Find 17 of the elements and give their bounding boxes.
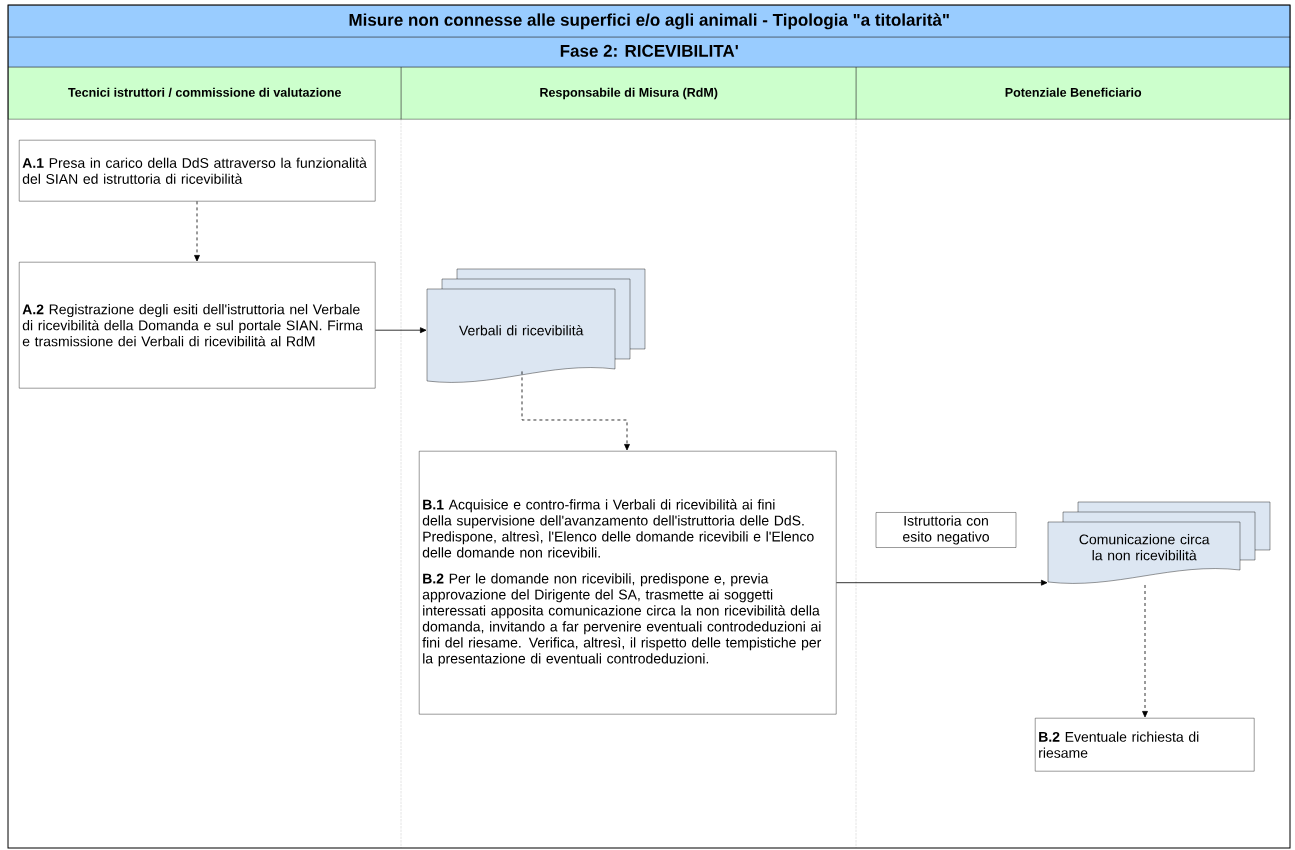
arrow: [194, 201, 200, 262]
arrow: [521, 371, 630, 451]
phase-band: Fase 2: RICEVIBILITA': [8, 37, 1291, 68]
arrow: [1142, 584, 1148, 718]
arrow: [375, 327, 427, 334]
title-band: Misure non connesse alle superfici e/o agli animali - Tipologia "a titolarità": [8, 5, 1291, 38]
process-box: B.2 Eventuale richiesta di riesame: [1035, 718, 1255, 772]
lane-header: Potenziale Beneficiario: [856, 67, 1291, 120]
lane-header: Responsabile di Misura (RdM): [401, 67, 857, 120]
lane-header: Tecnici istruttori / commissione di valutazione: [8, 67, 402, 120]
process-box: A.1 Presa in carico della DdS attraverso la funzionalità del SIAN ed istruttoria di ricevibilità: [19, 140, 376, 202]
edge-label: Istruttoria con esito negativo: [875, 512, 1017, 548]
process-box: A.2 Registrazione degli esiti dell'istruttoria nel Verbale di ricevibilità della Domanda e sul portale SIAN. Firma e trasmissione dei Verbali di ricevibilità al RdM: [19, 262, 376, 389]
process-box: B.1 Acquisice e contro-firma i Verbali di ricevibilità ai fini della supervisione dell'avanzamento dell'istruttoria delle DdS. Predispone, altresì, l'Elenco delle domande ricevibili e l'Elenco delle domande non ricevibili. B.2 Per le domande non ricevibili, predispone e, previa approvazione del Dirigente del SA, trasmette ai soggetti interessati apposita comunicazione circa la non ricevibilità della domanda, invitando a far pervenire eventuali controdeduzioni ai fini del riesame. Verifica, altresì, il rispetto delle tempistiche per la presentazione di eventuali controdeduzioni.: [419, 451, 837, 715]
document-stack: Comunicazione circa la non ricevibilità: [1047, 501, 1271, 584]
arrow: [836, 579, 1048, 586]
document-stack: Verbali di ricevibilità: [426, 268, 646, 383]
